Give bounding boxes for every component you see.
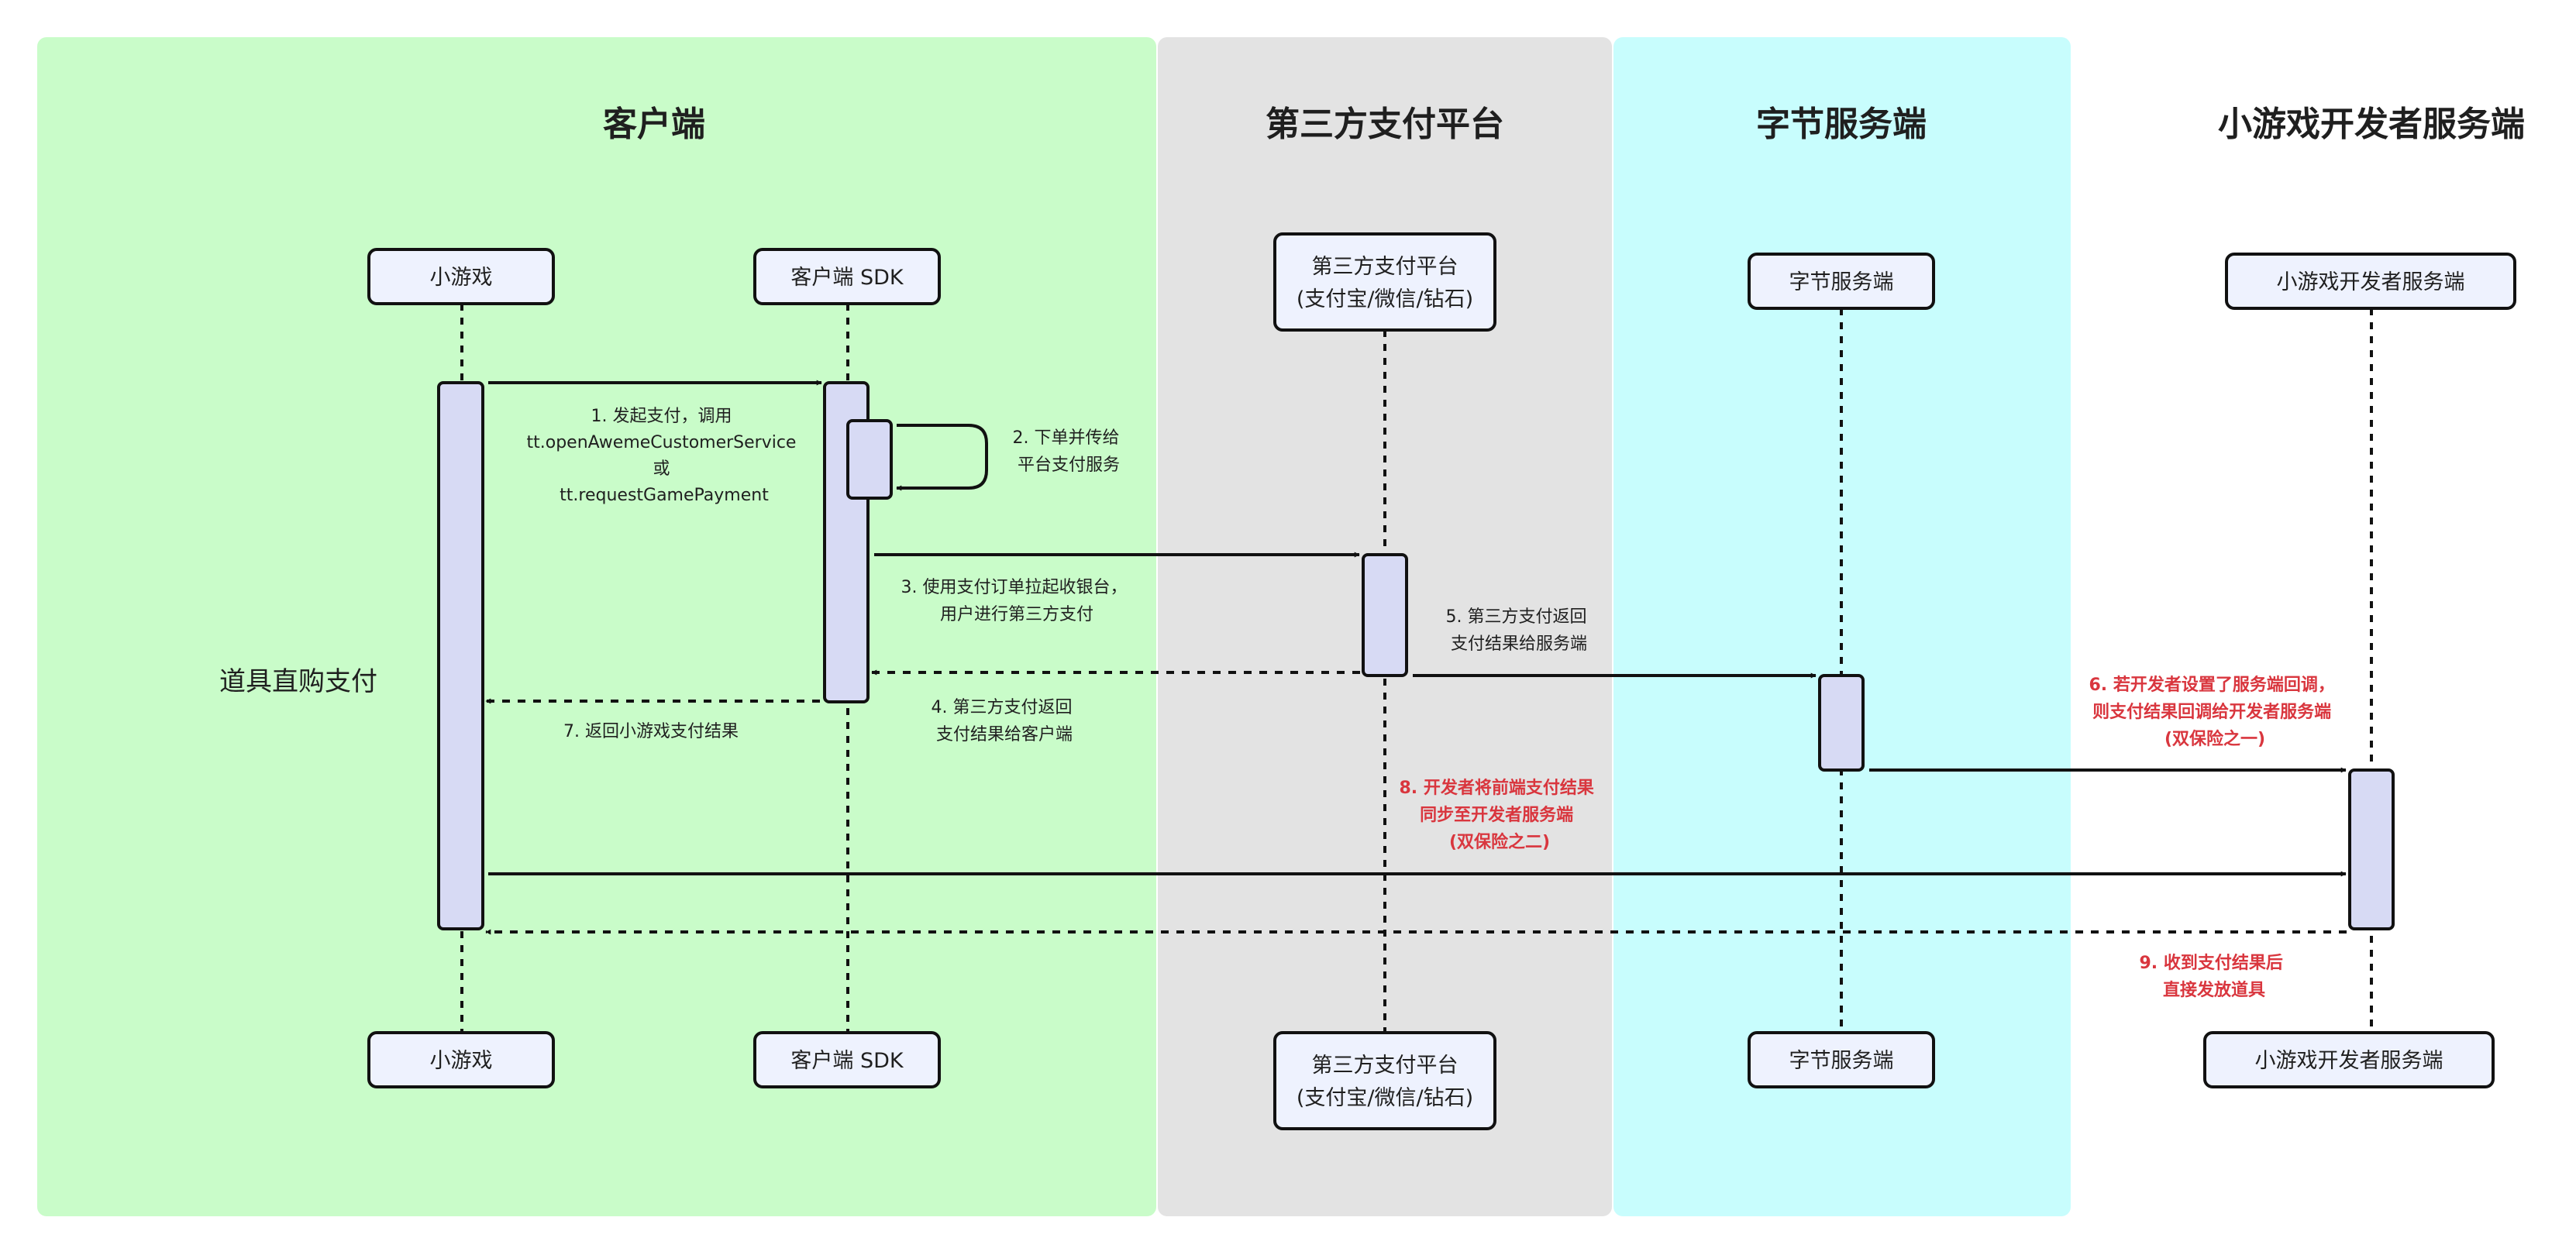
activation-payplatform <box>1362 553 1408 677</box>
msg-6-label: 6. 若开发者设置了服务端回调， 则支付结果回调给开发者服务端 (双保险之一) <box>2089 675 2341 749</box>
svg-text:字节服务端: 字节服务端 <box>1789 270 1894 294</box>
arrow-msg-2 <box>896 424 988 491</box>
side-label: 道具直购支付 <box>219 666 377 697</box>
svg-text:小游戏开发者服务端: 小游戏开发者服务端 <box>2277 270 2465 294</box>
svg-text:小游戏: 小游戏 <box>430 266 493 290</box>
msg-9-label: 9. 收到支付结果后 直接发放道具 <box>2140 953 2289 1000</box>
svg-text:客户端 SDK: 客户端 SDK <box>790 266 904 290</box>
svg-text:客户端 SDK: 客户端 SDK <box>790 1049 904 1073</box>
participant-byteserver-top: 字节服务端 <box>1748 253 1935 310</box>
msg-2-label: 2. 下单并传给 平台支付服务 <box>1013 428 1125 475</box>
participant-sdk-bottom: 客户端 SDK <box>753 1031 941 1088</box>
svg-text:字节服务端: 字节服务端 <box>1789 1049 1894 1073</box>
svg-text:第三方支付平台: 第三方支付平台 <box>1312 1054 1458 1078</box>
svg-text:小游戏: 小游戏 <box>430 1049 493 1073</box>
msg-7-label: 7. 返回小游戏支付结果 <box>563 722 739 741</box>
participant-devserver-top: 小游戏开发者服务端 <box>2225 253 2516 310</box>
activation-devserver <box>2348 768 2395 930</box>
swimlane-title-bytedance: 字节服务端 <box>1756 105 1927 144</box>
svg-text:小游戏开发者服务端: 小游戏开发者服务端 <box>2255 1049 2443 1073</box>
participant-minigame-top: 小游戏 <box>367 248 555 305</box>
svg-text:(支付宝/微信/钻石): (支付宝/微信/钻石) <box>1297 287 1473 311</box>
swimlane-client <box>37 37 1156 1216</box>
participant-byteserver-bottom: 字节服务端 <box>1748 1031 1935 1088</box>
participant-minigame-bottom: 小游戏 <box>367 1031 555 1088</box>
participant-devserver-bottom: 小游戏开发者服务端 <box>2203 1031 2495 1088</box>
participant-payplatform-bottom: 第三方支付平台 (支付宝/微信/钻石) <box>1273 1031 1496 1130</box>
swimlane-title-developer: 小游戏开发者服务端 <box>2218 105 2525 144</box>
participant-payplatform-top: 第三方支付平台 (支付宝/微信/钻石) <box>1273 232 1496 332</box>
svg-text:(支付宝/微信/钻石): (支付宝/微信/钻石) <box>1297 1086 1473 1110</box>
msg-8-label: 8. 开发者将前端支付结果 同步至开发者服务端 (双保险之二) <box>1400 778 1600 852</box>
msg-4-label: 4. 第三方支付返回 支付结果给客户端 <box>932 698 1078 744</box>
swimlane-bytedance <box>1613 37 2071 1216</box>
participant-sdk-top: 客户端 SDK <box>753 248 941 305</box>
swimlane-title-client: 客户端 <box>603 105 705 144</box>
activation-minigame <box>437 381 484 930</box>
msg-1-label: 1. 发起支付，调用 tt.openAwemeCustomerService 或… <box>527 407 802 505</box>
swimlane-title-third-party: 第三方支付平台 <box>1266 105 1504 144</box>
activation-sdk-nested <box>846 419 893 500</box>
activation-byteserver <box>1818 674 1865 772</box>
msg-3-label: 3. 使用支付订单拉起收银台， 用户进行第三方支付 <box>901 578 1133 624</box>
svg-text:第三方支付平台: 第三方支付平台 <box>1312 255 1458 279</box>
msg-5-label: 5. 第三方支付返回 支付结果给服务端 <box>1446 607 1593 654</box>
